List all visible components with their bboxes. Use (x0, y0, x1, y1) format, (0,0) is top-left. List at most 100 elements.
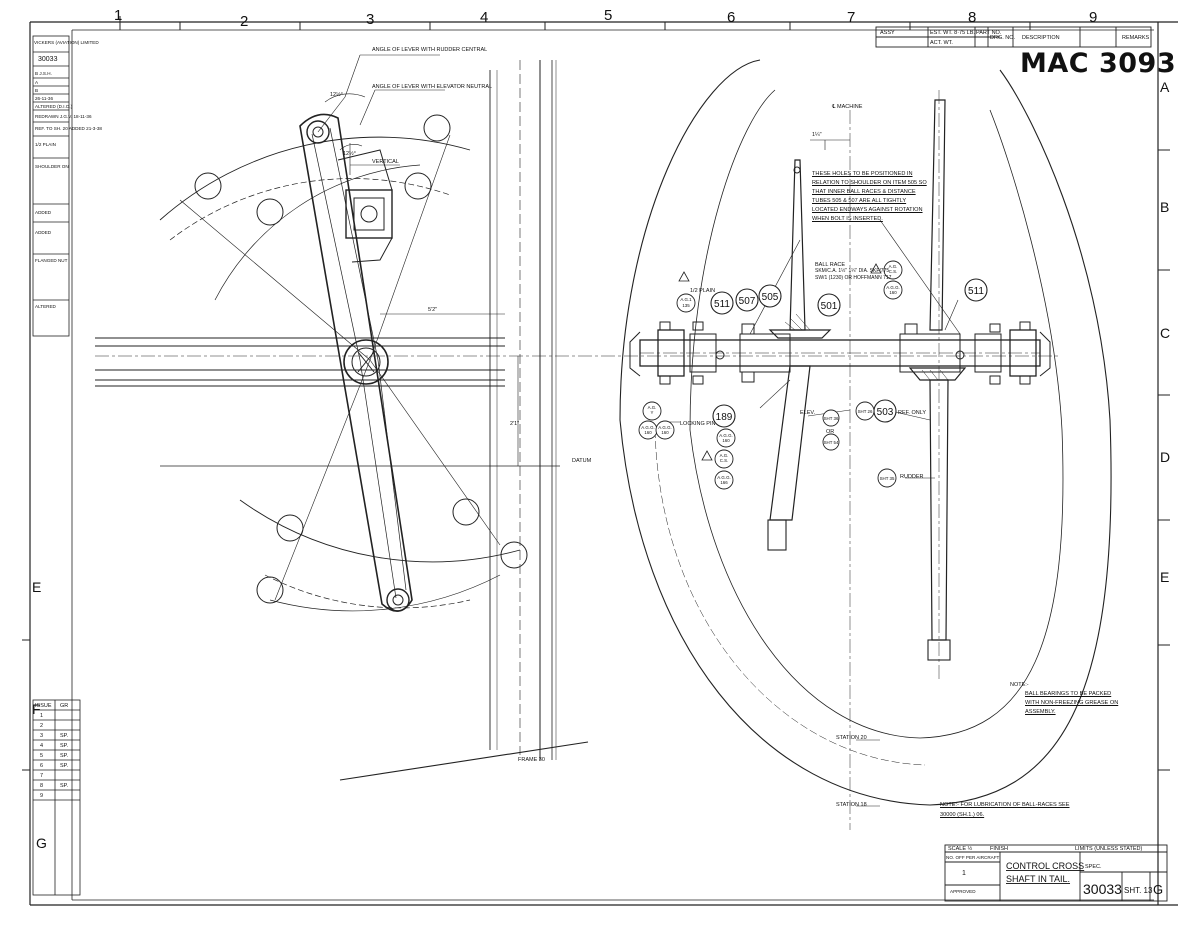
spec-ag1-b: 135 (682, 303, 690, 308)
holes-note-box: THESE HOLES TO BE POSITIONED IN RELATION… (812, 171, 927, 222)
rudder-label: RUDDER (900, 474, 924, 480)
col-label-7: 7 (847, 9, 855, 26)
no-off-text: NO. OFF PER AIRCRAFT (946, 855, 1000, 860)
row-label-d: D (1160, 449, 1170, 465)
elev-label: ELEV. (800, 410, 816, 416)
spec-ag2c-a: A.G. (889, 264, 898, 269)
spec-ag3e-a: A.G.G. (886, 285, 899, 290)
header-part-no: PART NO. (976, 30, 1002, 36)
gr-6: SP. (60, 763, 69, 769)
gr-header: GR (60, 703, 68, 709)
balloon-503: 503 (877, 407, 894, 418)
limits-text: LIMITS (UNLESS STATED) (1075, 846, 1143, 852)
issue-table-text: ISSUE GR 1 2 3 SP. 4 SP. 5 SP. 6 SP. 7 8… (35, 703, 69, 799)
issue-header: ISSUE (35, 703, 52, 709)
machine-cl-label: ℄ MACHINE (831, 104, 863, 110)
finish-text: FINISH (990, 846, 1008, 852)
left-note-9: SHOULDER ON (35, 164, 69, 169)
dwg-no-text: 30033 (1083, 881, 1122, 897)
note-lub-box: NOTE:- FOR LUBRICATION OF BALL-RACES SEE… (940, 802, 1070, 818)
issue-2: 2 (40, 723, 43, 729)
spec-text: SPEC. (1085, 864, 1102, 870)
row-label-left-e: E (32, 579, 41, 595)
col-label-6: 6 (727, 9, 735, 26)
triangle-icon (701, 450, 713, 461)
left-change-column (32, 35, 70, 337)
spec-bubble-text: SHT 26 SHT 35 SHT 36 SHT 54 A.G.1 135 A.… (641, 264, 899, 485)
title-line-1: CONTROL CROSS (1006, 861, 1084, 871)
left-note-1: B J.S.H. (35, 71, 52, 76)
zone-ticks (22, 16, 1170, 771)
left-note-6: REDRAWN J.G.V. 18-11-36 (35, 114, 92, 119)
ref-only-label: REF. ONLY (898, 410, 926, 416)
part-balloons (638, 260, 988, 490)
left-dwg-no: 30033 (38, 56, 58, 63)
spec-ag3-a: A.G.G. (641, 425, 654, 430)
left-note-3: B (35, 88, 38, 93)
spec-ag3c-b: 160 (661, 430, 669, 435)
locking-pin-label: LOCKING PIN (680, 421, 715, 427)
angle-rudder-label: ANGLE OF LEVER WITH RUDDER CENTRAL (372, 47, 487, 53)
issue-6: 6 (40, 763, 43, 769)
spec-ag2-a: A.G. (648, 405, 657, 410)
note-lubrication: NOTE:- FOR LUBRICATION OF BALL-RACES SEE… (940, 802, 1070, 818)
ball-race-spec-box: SKM/C.A. 1½" 1¼" DIA. SKF/775 SW/1 (1230… (815, 268, 892, 281)
qty-text: 1 (962, 870, 966, 877)
ball-race-spec: SKM/C.A. 1½" 1¼" DIA. SKF/775 SW/1 (1230… (815, 268, 892, 281)
sht-35: SHT 35 (880, 476, 895, 481)
plain-label: 1/2 PLAIN (690, 288, 715, 294)
row-label-e: E (1160, 569, 1169, 585)
sht-54: SHT 54 (824, 440, 839, 445)
spec-ag2-b: Y (651, 410, 654, 415)
balloon-189: 189 (716, 412, 733, 423)
left-note-13: ALTERED (35, 304, 57, 309)
lever-labels: ANGLE OF LEVER WITH RUDDER CENTRAL ANGLE… (330, 47, 592, 763)
gr-5: SP. (60, 753, 69, 759)
sheet-text: SHT. 13 (1124, 886, 1153, 895)
balloon-505: 505 (762, 292, 779, 303)
balloon-511-left: 511 (714, 299, 730, 310)
issue-8: 8 (40, 783, 43, 789)
triangle-icon (870, 263, 882, 274)
title-block (944, 844, 1168, 902)
header-act-wt: ACT. WT. (930, 40, 953, 46)
row-label-c: C (1160, 325, 1170, 341)
issue-9: 9 (40, 793, 43, 799)
balloon-511-right: 511 (968, 286, 984, 297)
sheet-border (29, 21, 1178, 906)
left-note-4: 26-11-36 (35, 96, 53, 101)
row-labels: A B C D E E F G (32, 79, 1170, 851)
issue-4: 4 (40, 743, 43, 749)
balloon-text: 511 507 505 501 511 189 503 (714, 286, 984, 423)
header-table (875, 26, 1152, 48)
spec-ag3e-b: 160 (889, 290, 897, 295)
issue-7: 7 (40, 773, 43, 779)
spec-ag2b-b: C.S. (720, 458, 729, 463)
left-company: VICKERS (AVIATION) LIMITED (34, 40, 99, 45)
header-description: DESCRIPTION (1022, 35, 1060, 41)
col-label-2: 2 (240, 13, 248, 30)
header-est-wt: EST. WT. 8·75 LB. (930, 30, 975, 36)
spec-ag3c-a: A.G.G. (658, 425, 671, 430)
balloon-501: 501 (821, 301, 838, 312)
scale-text: SCALE ½ (948, 845, 973, 852)
left-change-text: VICKERS (AVIATION) LIMITED 30033 B J.S.H… (34, 40, 102, 309)
left-note-2: A (35, 80, 39, 85)
left-note-10: ADDED (35, 210, 52, 215)
row-label-a: A (1160, 79, 1170, 95)
note-ball-box: BALL BEARINGS TO BE PACKED WITH NON-FREE… (1025, 691, 1119, 715)
sht-26: SHT 26 (858, 409, 873, 414)
holes-note: THESE HOLES TO BE POSITIONED IN RELATION… (812, 171, 927, 222)
shaft-labels: ℄ MACHINE 1¼" BALL RACE 1/2 PLAIN LOCKIN… (680, 104, 1029, 808)
note-ball-bearings: BALL BEARINGS TO BE PACKED WITH NON-FREE… (1025, 691, 1119, 715)
header-assy: ASSY (880, 30, 895, 36)
angle-mid-value: 12½° (343, 150, 356, 157)
issue-table (32, 699, 81, 896)
row-label-left-g: G (36, 835, 47, 851)
or-label: OR (826, 429, 834, 435)
station-18-label: STATION 18 (836, 802, 867, 808)
column-labels: 1 2 3 4 5 6 7 8 9 (114, 7, 1097, 30)
gr-4: SP. (60, 743, 69, 749)
datum-label: DATUM (572, 458, 592, 464)
